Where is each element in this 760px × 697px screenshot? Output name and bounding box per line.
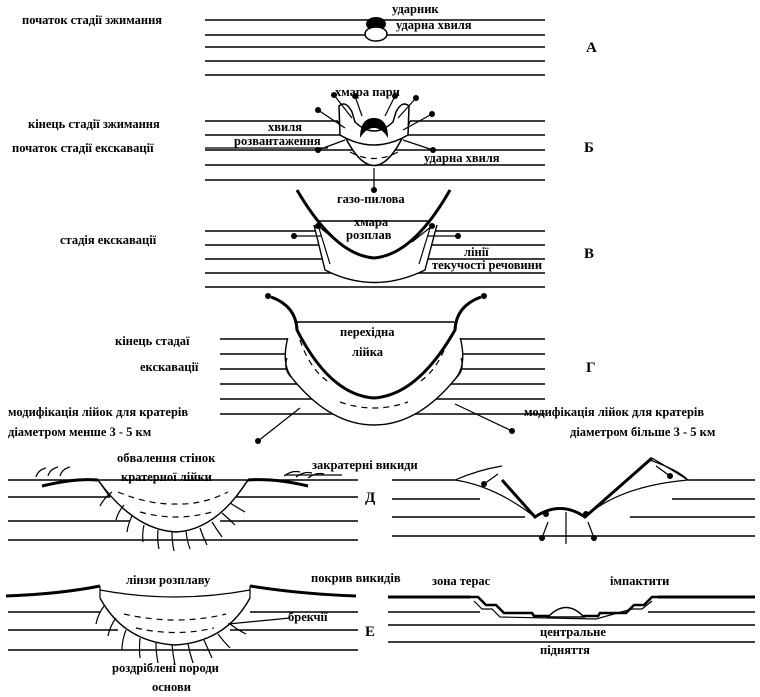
- label-g-end-excavation-1: кінець стадаї: [115, 334, 190, 348]
- label-b-start-excavation: початок стадії екскавації: [12, 141, 154, 155]
- label-g-transient-2: лійка: [352, 345, 384, 359]
- label-e-breccia: брекчії: [288, 610, 328, 624]
- stage-letter-v: В: [584, 246, 594, 262]
- stage-letter-d: Д: [365, 490, 376, 506]
- stage-d-right-pointers: [481, 466, 673, 544]
- label-d-collapse-2: кратерної лійки: [121, 470, 212, 484]
- label-e-impactites: імпактити: [610, 574, 669, 588]
- label-e-ejecta-cover: покрив викидів: [311, 571, 401, 585]
- label-b-shock-wave: ударна хвиля: [424, 151, 500, 165]
- label-v-melt: розплав: [346, 228, 392, 242]
- label-e-crushed-1: роздріблені породи: [112, 661, 219, 675]
- label-d-collapse-1: обвалення стінок: [117, 451, 216, 465]
- label-v-gas-dust: газо-пилова: [337, 192, 405, 206]
- label-a-start-compression: початок стадії зжимання: [22, 13, 162, 27]
- label-mod-right-1: модифікація лійок для кратерів: [524, 405, 704, 419]
- label-d-ejecta: закратерні викиди: [312, 458, 418, 472]
- label-v-excavation-stage: стадія екскавації: [60, 233, 157, 247]
- label-mod-left-2: діаметром менше 3 - 5 км: [8, 425, 152, 439]
- stage-g-group: [220, 293, 545, 425]
- stage-letter-g: Г: [586, 360, 596, 376]
- label-v-lines: лінії: [464, 245, 489, 259]
- mod-pointer-right: [455, 404, 512, 431]
- label-v-cloud: хмара: [354, 215, 389, 229]
- shock-wave-ring: [365, 27, 387, 41]
- label-g-transient-1: перехідна: [340, 325, 395, 339]
- stage-e-left-group: [6, 586, 358, 665]
- label-v-flow: текучості речовини: [432, 258, 542, 272]
- stage-d-right-group: [392, 458, 755, 544]
- label-mod-left-1: модифікація лійок для кратерів: [8, 405, 188, 419]
- stage-letter-e: Е: [365, 624, 375, 640]
- stage-a-group: [205, 17, 545, 75]
- central-uplift: [548, 608, 584, 618]
- stage-letter-a: А: [586, 40, 597, 56]
- label-a-shock-wave: ударна хвиля: [396, 18, 472, 32]
- label-b-vapor-cloud: хмара пари: [335, 85, 400, 99]
- label-b-unloading: розвантаження: [234, 134, 321, 148]
- label-b-wave: хвиля: [268, 120, 302, 134]
- label-e-terrace: зона терас: [432, 574, 491, 588]
- label-b-end-compression: кінець стадії зжимання: [28, 117, 160, 131]
- label-e-crushed-2: основи: [152, 680, 191, 694]
- mod-pointer-left: [258, 408, 300, 441]
- label-a-impactor: ударник: [392, 2, 439, 16]
- stage-letter-b: Б: [584, 140, 594, 156]
- label-e-melt-lenses: лінзи розплаву: [126, 573, 211, 587]
- label-mod-right-2: діаметром більше 3 - 5 км: [570, 425, 716, 439]
- label-e-central-2: підняття: [540, 643, 590, 657]
- label-g-end-excavation-2: екскавації: [140, 360, 199, 374]
- label-e-central-1: центральне: [540, 625, 606, 639]
